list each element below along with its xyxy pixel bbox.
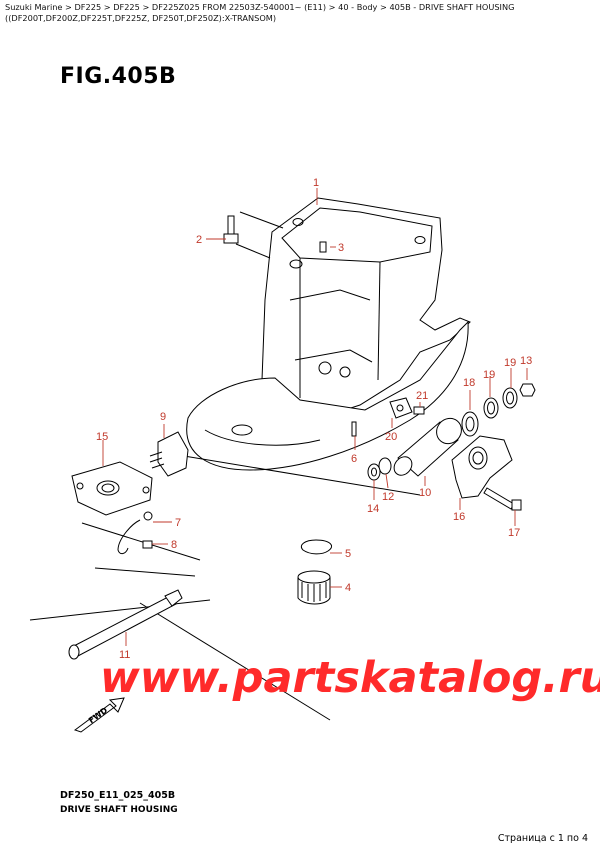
figure-title: FIG.405B [60, 64, 177, 89]
watermark: www.partskatalog.ru [100, 653, 600, 703]
drive-shaft-11-part[interactable] [68, 589, 183, 660]
callout-3[interactable]: 3 [338, 242, 344, 254]
callout-18[interactable]: 18 [463, 377, 475, 389]
callout-8[interactable]: 8 [171, 539, 177, 551]
callout-21[interactable]: 21 [416, 390, 428, 402]
callout-10[interactable]: 10 [419, 487, 431, 499]
callout-15[interactable]: 15 [96, 431, 108, 443]
bracket-16-part[interactable] [451, 435, 513, 499]
bracket-15-part[interactable] [71, 461, 153, 516]
drawing-code: DF250_E11_025_405B [60, 790, 176, 801]
callout-19[interactable]: 19 [483, 369, 495, 381]
water-tube-9-part[interactable] [149, 431, 189, 477]
callout-16[interactable]: 16 [453, 511, 465, 523]
callout-19b[interactable]: 19 [504, 357, 516, 369]
callout-5[interactable]: 5 [345, 548, 351, 560]
callout-13[interactable]: 13 [520, 355, 532, 367]
breadcrumb[interactable]: Suzuki Marine > DF225 > DF225 > DF225Z02… [5, 2, 515, 23]
tube-10-part[interactable] [390, 413, 466, 478]
bushing-4-part[interactable] [297, 570, 331, 605]
callout-1[interactable]: 1 [313, 177, 319, 189]
callout-12[interactable]: 12 [382, 491, 394, 503]
callout-4[interactable]: 4 [345, 582, 351, 594]
bolt-2-part[interactable] [223, 215, 239, 244]
diagram-caption: DRIVE SHAFT HOUSING [60, 805, 178, 815]
callout-20[interactable]: 20 [385, 431, 397, 443]
callout-14[interactable]: 14 [367, 503, 379, 515]
callout-2[interactable]: 2 [196, 234, 202, 246]
callout-17[interactable]: 17 [508, 527, 520, 539]
page-indicator: Страница с 1 по 4 [497, 833, 588, 844]
bolt-17-part[interactable] [483, 487, 522, 511]
callout-11[interactable]: 11 [119, 649, 130, 661]
callout-6[interactable]: 6 [351, 453, 357, 465]
callout-9[interactable]: 9 [160, 411, 166, 423]
callout-7[interactable]: 7 [175, 517, 181, 529]
anti-ventilation-plate [186, 320, 469, 471]
forward-direction-arrow-icon [73, 697, 125, 733]
